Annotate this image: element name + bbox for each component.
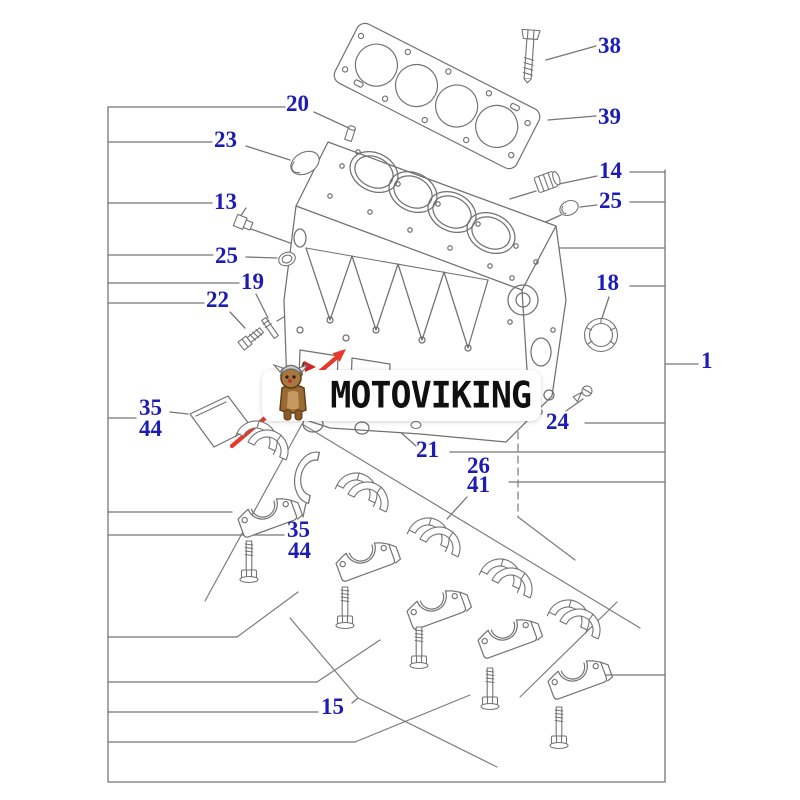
group-lines	[204, 395, 641, 768]
part-label-21-15: 21	[416, 437, 439, 462]
viking-dog-icon	[272, 361, 316, 421]
head-gasket-drawing	[333, 22, 541, 170]
part-label-19-8: 19	[241, 269, 264, 294]
head-bolt-drawing	[521, 28, 541, 84]
part-label-25-5: 25	[599, 188, 622, 213]
part-label-22-9: 22	[206, 287, 229, 312]
part-label-18-10: 18	[596, 270, 619, 295]
part-label-23-3: 23	[214, 127, 237, 152]
part-label-14-4: 14	[599, 158, 622, 183]
part-label-39-1: 39	[598, 104, 621, 129]
part-label-20-2: 20	[286, 91, 309, 116]
part-label-44-13: 44	[139, 416, 162, 441]
part-label-35-12: 35	[139, 395, 162, 420]
part-label-1-11: 1	[701, 348, 713, 373]
part-label-44-19: 44	[288, 538, 311, 563]
part-label-38-0: 38	[598, 33, 621, 58]
part-label-15-20: 15	[321, 694, 344, 719]
part-label-26-16: 26	[467, 453, 490, 478]
bearing-shells	[234, 413, 608, 640]
part-label-24-14: 24	[546, 409, 569, 434]
watermark-text: MOTOVIKING	[330, 374, 532, 417]
part-label-13-6: 13	[214, 189, 237, 214]
part-label-25-7: 25	[215, 243, 238, 268]
motoviking-watermark: MOTOVIKING	[262, 361, 541, 421]
part-label-41-17: 41	[467, 472, 490, 497]
part-label-35-18: 35	[287, 517, 310, 542]
